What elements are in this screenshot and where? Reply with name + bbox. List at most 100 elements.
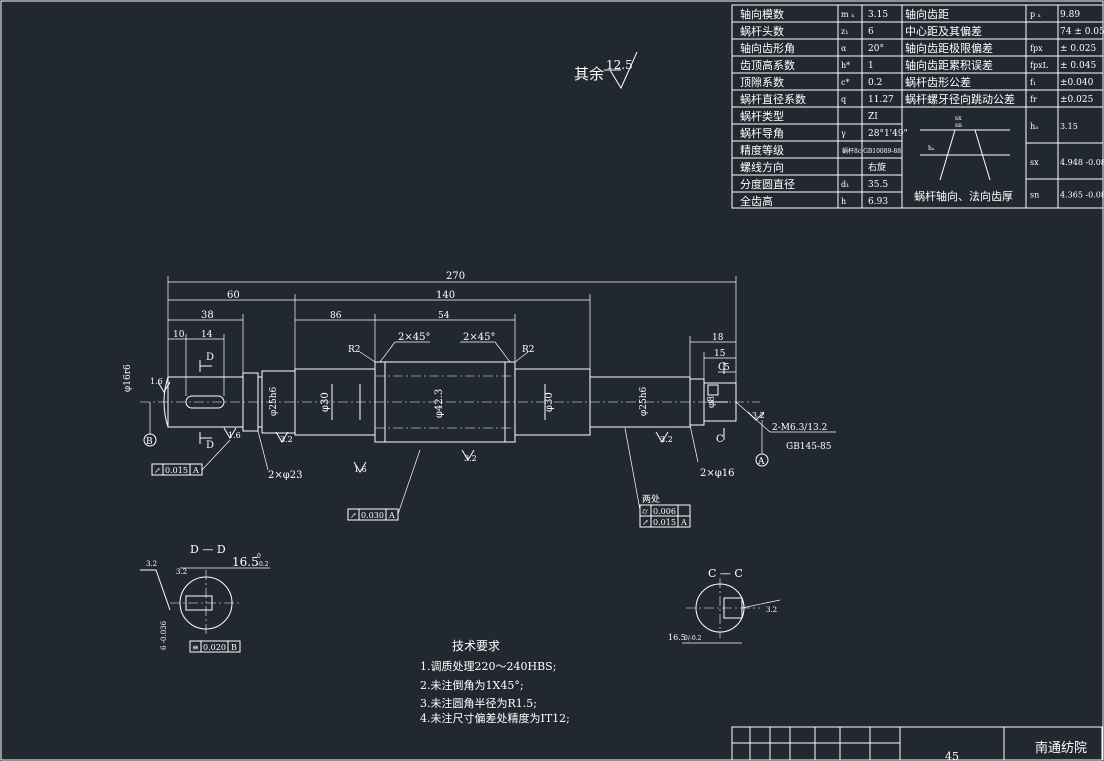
svg-text:-0.2: -0.2 [257,561,269,568]
svg-text:86: 86 [330,311,342,321]
section-markers: D D C C [199,352,726,451]
param-symbol: z₁ [841,27,848,36]
both-label: 两处 [642,493,660,505]
param-name: 轴向齿距极限偏差 [905,41,993,55]
svg-text:φ16r6: φ16r6 [123,364,133,392]
param-name: 轴向齿距累积误差 [905,58,993,72]
param-symbol: fpx [1030,44,1043,53]
svg-text:φ8: φ8 [707,396,717,408]
svg-text:3.2: 3.2 [766,606,777,614]
tolerance-datum: A [388,511,395,520]
tolerance-symbol: ⌭ [642,507,648,516]
param-symbol: h* [841,61,850,70]
tolerance-value: 0.030 [361,511,384,520]
tooth-symbol: hₐ [1030,122,1038,131]
svg-text:B: B [146,437,153,447]
param-value: 35.5 [868,180,888,190]
svg-text:10: 10 [173,330,185,340]
svg-text:1.调质处理220～240HBS;: 1.调质处理220～240HBS; [420,660,556,673]
svg-text:16.5: 16.5 [232,555,259,569]
svg-text:18: 18 [712,333,724,343]
tooth-dim-label: hₐ [928,145,935,152]
svg-text:38: 38 [201,310,214,321]
tooth-value: 3.15 [1060,122,1078,131]
tooth-value: 4.948 -0.08 [1060,158,1104,167]
svg-text:15: 15 [714,349,726,359]
param-symbol: f₁ [1030,78,1036,87]
svg-text:3.2: 3.2 [280,435,293,444]
tolerance-datum: A [192,466,199,475]
param-name: 螺线方向 [740,160,784,174]
svg-text:φ25h6: φ25h6 [639,386,649,416]
tolerance-value: 0.015 [653,518,676,527]
param-value: ± 0.045 [1060,61,1096,71]
param-name: 蜗杆直径系数 [740,92,806,106]
tooth-value: 4.365 -0.08 [1060,191,1104,200]
param-symbol: γ [841,129,846,138]
tolerance-symbol: ↗ [154,466,161,475]
tolerance-datum: B [231,643,237,652]
tolerance-value: 0.020 [203,643,226,652]
param-value: ± 0.025 [1060,44,1096,54]
param-value: ±0.040 [1060,78,1094,88]
param-symbol: fr [1030,95,1037,104]
svg-text:16.5: 16.5 [668,633,686,642]
svg-text:6 -0.036: 6 -0.036 [160,620,168,650]
svg-text:14: 14 [201,330,213,340]
svg-text:D: D [206,440,214,451]
param-value: ZI [868,112,878,122]
svg-text:0: 0 [257,553,261,560]
dimension-lines: 270 60 38 10 14 140 86 54 18 15 5 2×45° [123,271,836,481]
param-name: 全齿高 [740,194,773,208]
svg-text:3.2: 3.2 [146,560,157,568]
param-name: 蜗杆导角 [740,126,784,140]
param-name: 蜗杆螺牙径向跳动公差 [905,92,1015,106]
svg-text:60: 60 [227,290,240,301]
svg-text:3.2: 3.2 [176,568,187,576]
svg-text:45: 45 [945,750,959,761]
param-name: 中心距及其偏差 [905,24,982,38]
tooth-symbol: sx [1030,158,1039,167]
tolerance-value: 0.006 [653,507,676,516]
svg-text:3.未注圆角半径为R1.5;: 3.未注圆角半径为R1.5; [420,696,537,710]
svg-text:D: D [206,352,214,363]
svg-text:5: 5 [724,363,730,373]
svg-text:A: A [757,457,765,467]
svg-text:2×45°: 2×45° [398,332,430,343]
param-symbol: h [841,197,846,206]
param-symbol: p ₓ [1030,10,1041,19]
param-name: 轴向模数 [740,7,784,21]
param-name: 分度圆直径 [740,177,795,191]
svg-text:其余: 其余 [574,65,604,83]
svg-text:GB145-85: GB145-85 [786,442,832,452]
param-name: 精度等级 [740,143,784,157]
param-name: 蜗杆头数 [740,24,784,38]
tolerance-symbol: ↗ [642,518,649,527]
tooth-caption: 蜗杆轴向、法向齿厚 [914,189,1013,203]
svg-text:C — C: C — C [708,567,743,580]
param-value: 右旋 [868,161,886,173]
param-symbol: m ₓ [841,10,855,19]
param-symbol: d₁ [841,180,849,189]
tooth-dim-label: sx [955,115,962,122]
svg-text:4.未注尺寸偏差处精度为IT12;: 4.未注尺寸偏差处精度为IT12; [420,711,570,725]
svg-text:3.2: 3.2 [464,454,477,463]
param-value: ±0.025 [1060,95,1094,105]
param-value: 20° [868,44,884,54]
svg-text:φ42.3: φ42.3 [434,389,445,418]
keyway [185,395,225,409]
svg-text:3.2: 3.2 [752,411,765,420]
param-value: 0.2 [868,78,882,88]
svg-text:140: 140 [436,290,455,301]
param-name: 轴向齿距 [905,7,949,21]
svg-text:1.6: 1.6 [228,431,241,440]
tolerance-frame: ↗ 0.015 A [151,463,203,476]
svg-text:φ30: φ30 [320,392,331,412]
param-name: 轴向齿形角 [740,41,795,55]
tolerance-value: 0.015 [165,466,188,475]
svg-text:2×φ16: 2×φ16 [700,468,734,479]
svg-text:3.2: 3.2 [660,435,673,444]
param-value: 74 ± 0.05 [1060,27,1104,37]
